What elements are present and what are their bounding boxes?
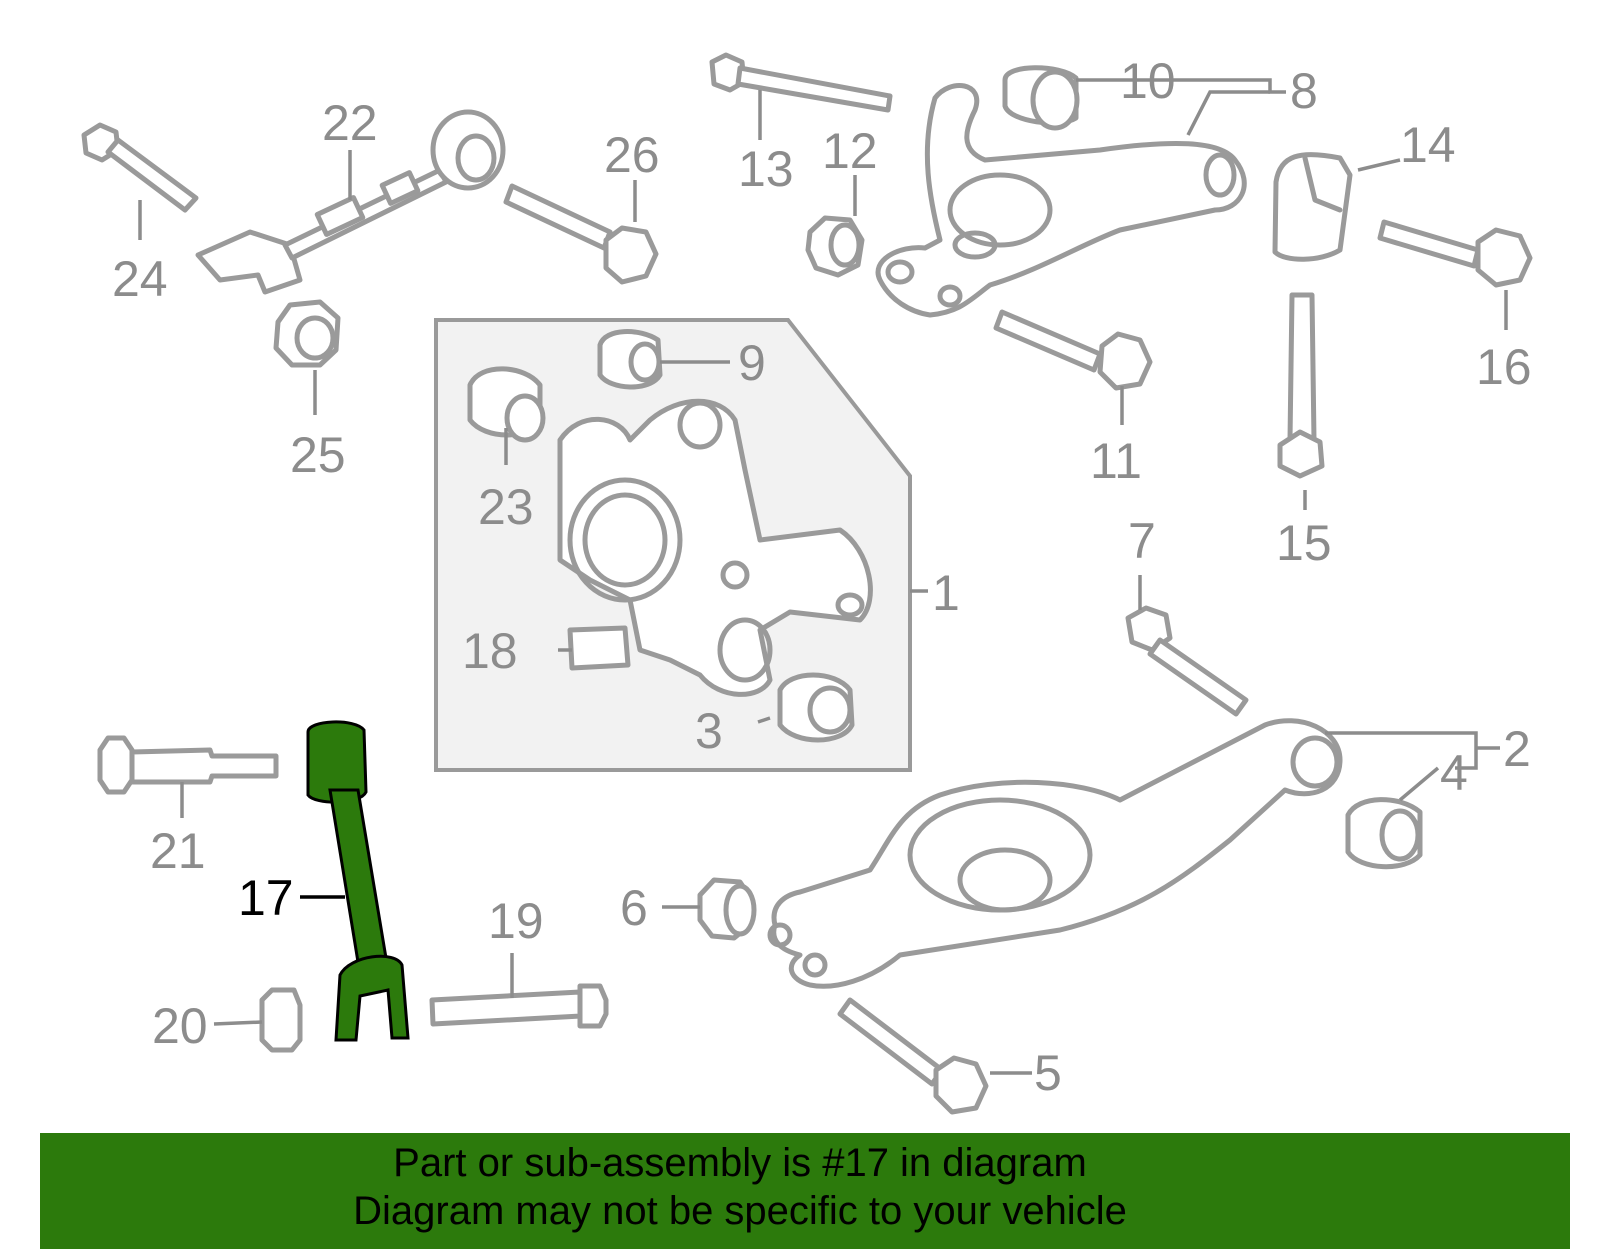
part-20-nut	[259, 987, 303, 1053]
callout-23: 23	[478, 479, 534, 535]
callout-12: 12	[822, 123, 878, 179]
callout-6: 6	[620, 880, 648, 936]
footer-line-1: Part or sub-assembly is #17 in diagram	[393, 1141, 1087, 1185]
part-16-bolt	[1377, 219, 1533, 288]
callout-10: 10	[1120, 53, 1176, 109]
part-15-bolt	[1277, 292, 1325, 479]
part-4-bushing	[1345, 797, 1423, 870]
part-23-bushing	[467, 366, 546, 443]
callout-18: 18	[462, 623, 518, 679]
part-6-nut	[697, 877, 757, 941]
callout-21: 21	[150, 823, 206, 879]
part-12-nut	[805, 215, 865, 278]
callout-9: 9	[738, 335, 766, 391]
callout-1: 1	[932, 565, 960, 621]
callout-2: 2	[1503, 721, 1531, 777]
part-7-bolt	[1125, 605, 1249, 717]
callout-25: 25	[290, 427, 346, 483]
part-9-bushing	[597, 329, 663, 390]
part-10-bushing	[1002, 65, 1080, 131]
callout-24: 24	[112, 251, 168, 307]
callout-4: 4	[1440, 745, 1468, 801]
part-13-bolt	[709, 52, 893, 113]
callout-3: 3	[695, 703, 723, 759]
part-26-bolt	[503, 183, 659, 285]
callout-7: 7	[1128, 513, 1156, 569]
callout-8: 8	[1290, 63, 1318, 119]
part-17-highlighted-link[interactable]	[306, 720, 410, 1042]
callout-16: 16	[1476, 339, 1532, 395]
part-3-bushing	[777, 672, 855, 743]
callout-20: 20	[152, 998, 208, 1054]
callout-5: 5	[1034, 1045, 1062, 1101]
callout-17: 17	[238, 870, 294, 926]
info-footer-banner: Part or sub-assembly is #17 in diagram D…	[40, 1133, 1570, 1249]
part-25-nut	[273, 299, 341, 368]
part-14-bracket	[1272, 152, 1353, 262]
callout-labels: 1 2 3 4 5 6 7 8 9 10 11 12 13 14 15 16 1…	[112, 53, 1532, 1101]
leader-lines	[138, 78, 1508, 1075]
part-8-upper-control-arm	[875, 83, 1247, 318]
part-19-bolt	[429, 983, 609, 1029]
callout-19: 19	[488, 893, 544, 949]
part-2-lower-control-arm	[767, 718, 1343, 989]
part-21-bolt	[97, 735, 279, 795]
part-24-bolt	[81, 122, 199, 213]
part-22-adjustable-link	[195, 109, 506, 295]
callout-26: 26	[604, 127, 660, 183]
part-18-insert	[567, 625, 631, 671]
callout-22: 22	[322, 95, 378, 151]
callout-14: 14	[1400, 117, 1456, 173]
callout-11: 11	[1090, 433, 1142, 489]
part-11-bolt	[993, 309, 1153, 391]
part-1-knuckle	[557, 398, 873, 697]
callout-13: 13	[738, 141, 794, 197]
callout-15: 15	[1276, 515, 1332, 571]
part-5-bolt	[837, 997, 989, 1115]
footer-line-2: Diagram may not be specific to your vehi…	[353, 1189, 1127, 1233]
